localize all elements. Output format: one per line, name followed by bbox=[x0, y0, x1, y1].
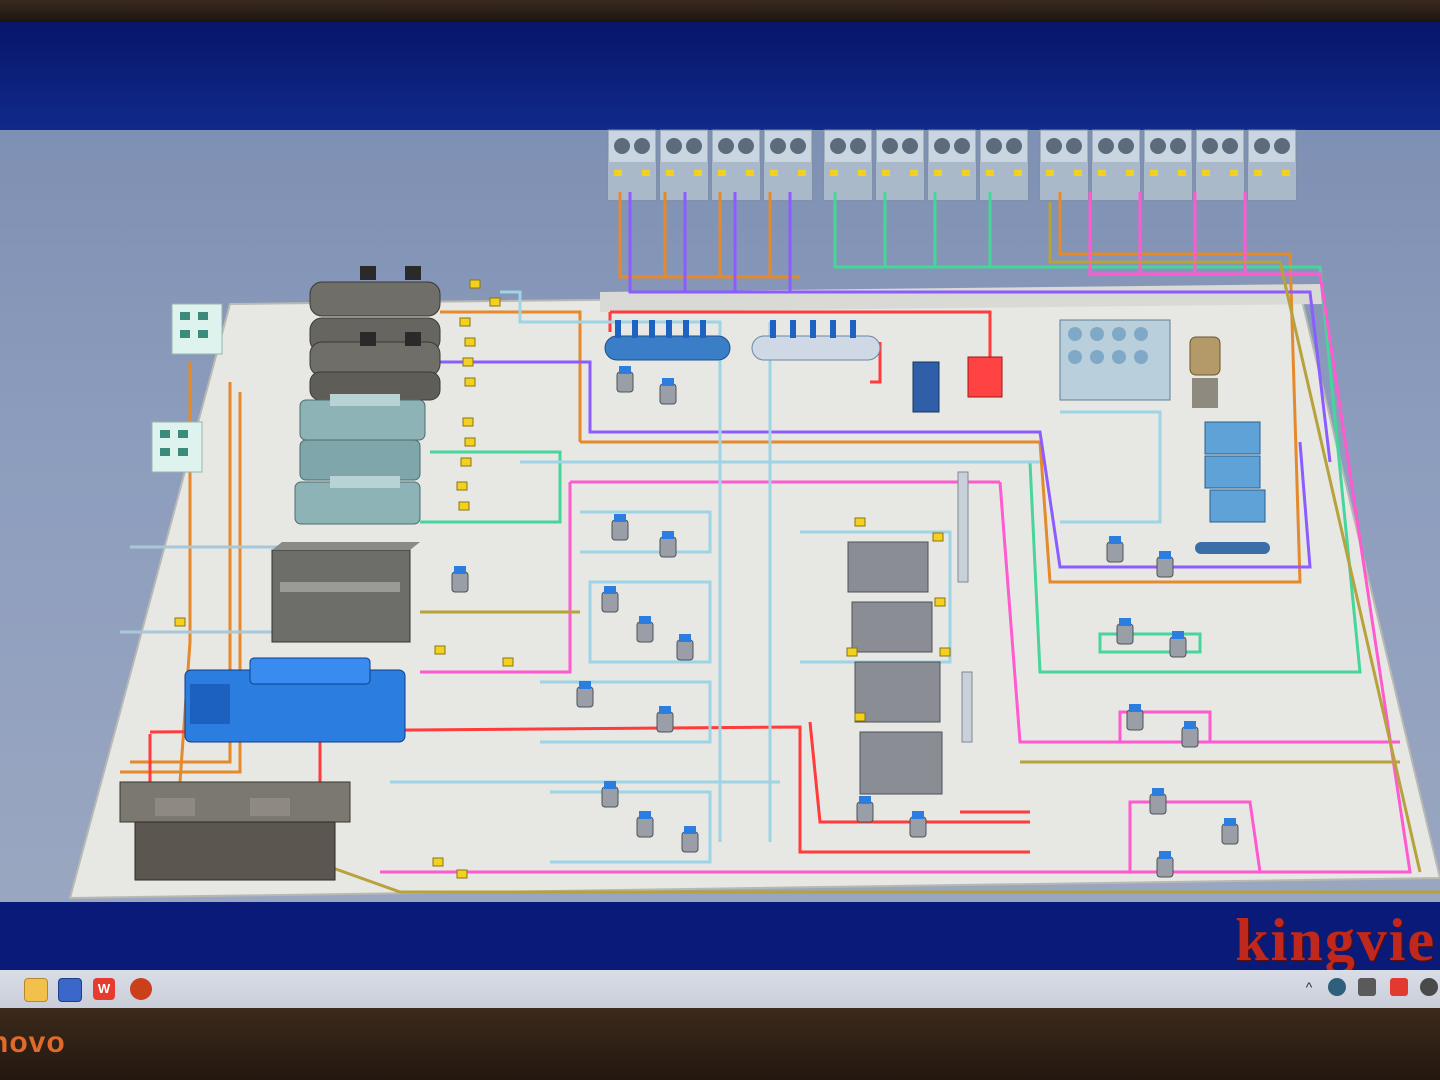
windows-taskbar bbox=[0, 970, 1440, 1008]
valve-icon bbox=[456, 869, 468, 879]
settings-icon[interactable] bbox=[1420, 978, 1438, 996]
valve-icon bbox=[462, 357, 474, 367]
pump bbox=[616, 366, 634, 393]
monitor-logo: novo bbox=[0, 1026, 66, 1059]
centrifugal-chiller-group bbox=[294, 394, 426, 525]
screen: kingvie bbox=[0, 22, 1440, 970]
brand-watermark: kingvie bbox=[1235, 907, 1436, 970]
pump bbox=[1169, 631, 1187, 658]
cooling-tower bbox=[979, 129, 1029, 201]
valve-icon bbox=[464, 377, 476, 387]
absorption-chiller bbox=[271, 542, 420, 643]
valve-icon bbox=[462, 417, 474, 427]
valve-icon bbox=[846, 647, 858, 657]
folder-icon[interactable] bbox=[24, 978, 48, 1002]
input-icon[interactable] bbox=[1358, 978, 1376, 996]
valve-icon bbox=[934, 597, 946, 607]
network-icon[interactable] bbox=[1328, 978, 1346, 996]
pump bbox=[576, 681, 594, 708]
header-band bbox=[0, 22, 1440, 130]
pump bbox=[1221, 818, 1239, 845]
valve-icon bbox=[432, 857, 444, 867]
air-cooler-units bbox=[151, 303, 223, 473]
cooling-tower bbox=[711, 129, 761, 201]
valve-icon bbox=[489, 297, 501, 307]
water-tank-cluster bbox=[1059, 319, 1221, 408]
cooling-tower bbox=[763, 129, 813, 201]
pump bbox=[656, 706, 674, 733]
pump-group bbox=[451, 366, 1239, 878]
pipe-network bbox=[120, 192, 1440, 894]
valve-icon bbox=[854, 712, 866, 722]
valve-icon bbox=[458, 501, 470, 511]
pump bbox=[659, 378, 677, 405]
pump bbox=[636, 811, 654, 838]
pump bbox=[611, 514, 629, 541]
pump bbox=[451, 566, 469, 593]
pump bbox=[1156, 851, 1174, 878]
pump bbox=[601, 586, 619, 613]
valve-icon bbox=[464, 337, 476, 347]
screw-chiller-group bbox=[309, 266, 441, 401]
video-icon[interactable] bbox=[130, 978, 152, 1000]
pump bbox=[1106, 536, 1124, 563]
cooling-tower bbox=[875, 129, 925, 201]
cooling-tower bbox=[607, 129, 657, 201]
cooling-tower bbox=[927, 129, 977, 201]
pump bbox=[681, 826, 699, 853]
pump bbox=[909, 811, 927, 838]
valve-icon bbox=[469, 279, 481, 289]
pump bbox=[1156, 551, 1174, 578]
plant-3d-scene[interactable] bbox=[0, 22, 1440, 970]
valve-icon bbox=[174, 617, 186, 627]
cooling-tower bbox=[659, 129, 709, 201]
monitor-bezel-bottom bbox=[0, 1008, 1440, 1080]
pump bbox=[1181, 721, 1199, 748]
chevron-up-icon[interactable]: ^ bbox=[1305, 979, 1313, 995]
valve-icon bbox=[502, 657, 514, 667]
valve-icon bbox=[932, 532, 944, 542]
heat-pump-units bbox=[1195, 421, 1270, 554]
pump bbox=[1116, 618, 1134, 645]
footer-band bbox=[0, 902, 1440, 970]
valve-icon bbox=[464, 437, 476, 447]
pump bbox=[636, 616, 654, 643]
wps-icon[interactable]: W bbox=[93, 978, 115, 1000]
cooling-tower-group bbox=[607, 129, 1297, 201]
plate-heat-exchanger bbox=[912, 356, 1003, 413]
sogou-icon[interactable] bbox=[1390, 978, 1408, 996]
valve-icon bbox=[459, 317, 471, 327]
valve-icon bbox=[939, 647, 951, 657]
pump bbox=[659, 531, 677, 558]
pump bbox=[1126, 704, 1144, 731]
cooling-tower bbox=[1143, 129, 1193, 201]
cooling-tower bbox=[823, 129, 873, 201]
steam-boiler bbox=[119, 781, 351, 881]
pump bbox=[1149, 788, 1167, 815]
water-distributor bbox=[604, 320, 881, 361]
pump bbox=[676, 634, 694, 661]
valve-icon bbox=[854, 517, 866, 527]
pump bbox=[856, 796, 874, 823]
valve-icon bbox=[434, 645, 446, 655]
cooling-tower bbox=[1195, 129, 1245, 201]
cooling-tower bbox=[1091, 129, 1141, 201]
storage-tank-group bbox=[847, 471, 973, 795]
monitor-bezel-top bbox=[0, 0, 1440, 22]
valve-icon bbox=[460, 457, 472, 467]
cooling-tower bbox=[1039, 129, 1089, 201]
pump bbox=[601, 781, 619, 808]
cooling-tower bbox=[1247, 129, 1297, 201]
valve-group bbox=[174, 279, 951, 879]
app-icon[interactable] bbox=[58, 978, 82, 1002]
valve-icon bbox=[456, 481, 468, 491]
gas-generator-set bbox=[184, 657, 406, 743]
